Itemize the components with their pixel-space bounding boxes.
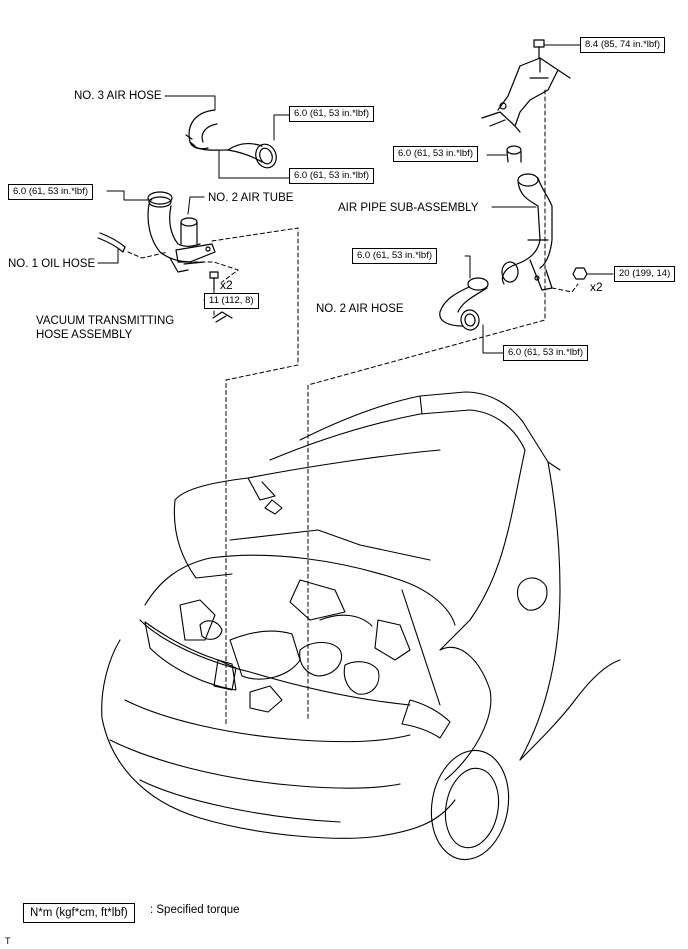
torque-spec-box: 6.0 (61, 53 in.*lbf)	[503, 345, 588, 361]
torque-spec-box: 8.4 (85, 74 in.*lbf)	[580, 37, 665, 53]
torque-spec-box: 6.0 (61, 53 in.*lbf)	[289, 106, 374, 122]
torque-spec-box: 6.0 (61, 53 in.*lbf)	[393, 146, 478, 162]
vacuum-hose-part	[212, 311, 233, 323]
vacuum-hose-label-line1: VACUUM TRANSMITTING	[36, 315, 175, 327]
no3-air-hose-label: NO. 3 AIR HOSE	[74, 90, 162, 102]
no2-air-hose-part	[439, 277, 489, 331]
corner-mark: T	[5, 936, 11, 946]
torque-spec-box: 20 (199, 14)	[614, 266, 676, 282]
torque-spec-box: 11 (112, 8)	[204, 293, 259, 309]
vacuum-hose-label-line2: HOSE ASSEMBLY	[36, 329, 133, 341]
vehicle-outline	[101, 391, 621, 861]
legend-description: : Specified torque	[150, 904, 240, 916]
torque-spec-box: 6.0 (61, 53 in.*lbf)	[8, 184, 93, 200]
quantity-multiplier: x2	[590, 280, 603, 294]
nut-part	[572, 267, 588, 280]
no2-air-tube-label: NO. 2 AIR TUBE	[208, 192, 294, 204]
quantity-multiplier: x2	[220, 278, 233, 292]
no2-air-tube-part	[147, 191, 216, 273]
legend-unit-box: N*m (kgf*cm, ft*lbf)	[23, 903, 135, 923]
air-pipe-sub-assembly-label: AIR PIPE SUB-ASSEMBLY	[338, 202, 479, 214]
no1-oil-hose-part	[97, 232, 126, 253]
no1-oil-hose-label: NO. 1 OIL HOSE	[8, 258, 96, 270]
no2-air-hose-label: NO. 2 AIR HOSE	[316, 303, 404, 315]
no3-air-hose-part	[185, 109, 277, 169]
torque-spec-box: 6.0 (61, 53 in.*lbf)	[352, 248, 437, 264]
dashed-guide-lines	[127, 89, 579, 726]
air-pipe-bracket-part	[481, 39, 571, 133]
bolt-part	[209, 271, 219, 291]
torque-spec-box: 6.0 (61, 53 in.*lbf)	[289, 168, 374, 184]
